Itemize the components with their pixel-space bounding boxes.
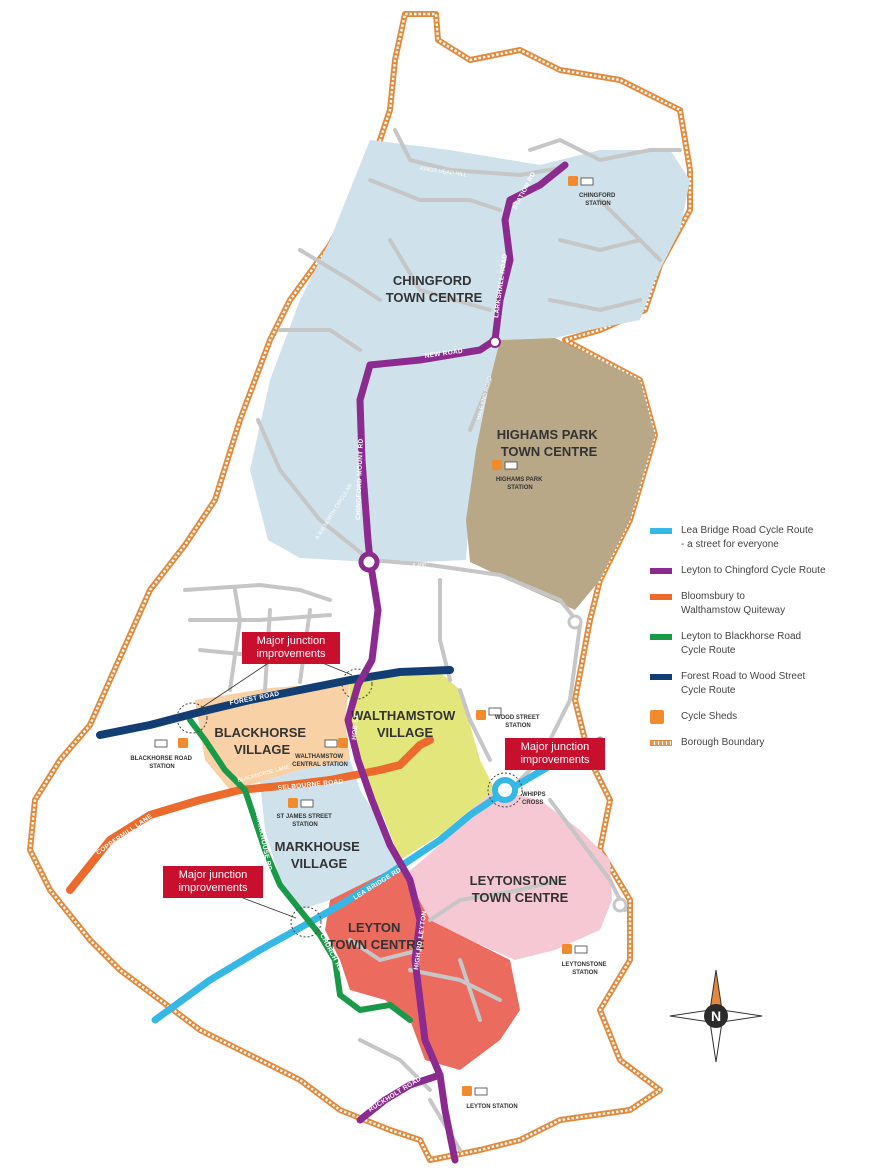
cycle-shed-icon <box>492 460 502 470</box>
route-ruckholt <box>356 1071 444 1124</box>
station-label-leytonstone: LEYTONSTONE STATION <box>562 962 608 976</box>
legend-swatch <box>650 594 672 600</box>
compass-letter: N <box>711 1008 721 1024</box>
area-leyton <box>325 865 520 1070</box>
area-markhouse <box>260 760 400 910</box>
legend-item-cycle-sheds: Cycle Sheds <box>650 710 875 724</box>
station-label-st-james-street: ST JAMES STREET STATION <box>276 814 333 828</box>
compass-rose-icon: N <box>669 969 763 1063</box>
callout-major-junction-south: Major junction improvements <box>163 866 263 898</box>
area-label-leytonstone: LEYTONSTONE TOWN CENTRE <box>470 873 571 905</box>
road-label-hoe-st: HOE ST <box>351 714 360 741</box>
callout-major-junction-east: Major junction improvements <box>505 738 605 770</box>
cycle-shed-icon <box>562 944 572 954</box>
legend-item-leyton-chingford: Leyton to Chingford Cycle Route <box>650 564 875 578</box>
legend-swatch <box>650 568 672 574</box>
rail-icon <box>154 739 168 748</box>
legend-label: Cycle Sheds <box>681 711 738 722</box>
station-label-walthamstow-central: WALTHAMSTOW CENTRAL STATION <box>292 754 348 768</box>
legend-label: Leyton to Blackhorse Road <box>681 631 802 642</box>
area-walthamstow <box>348 672 495 860</box>
legend-swatch <box>650 528 672 534</box>
route-leyton-chingford <box>344 161 569 1164</box>
rail-icon <box>300 799 314 808</box>
legend-swatch <box>650 674 672 680</box>
legend-label: Cycle Route <box>681 685 736 696</box>
cycle-shed-icon <box>476 710 486 720</box>
station-label-wood-street: WOOD STREET STATION <box>495 715 541 729</box>
legend-item-leyton-blackhorse: Leyton to Blackhorse Road Cycle Route <box>650 630 875 658</box>
legend-label: Lea Bridge Road Cycle Route <box>681 525 814 536</box>
rail-icon <box>504 461 518 470</box>
road-label-a406: A 406 <box>412 563 426 569</box>
area-label-chingford: CHINGFORD TOWN CENTRE <box>386 273 483 305</box>
legend-label: Walthamstow Quiteway <box>681 605 786 616</box>
area-label-blackhorse: BLACKHORSE VILLAGE <box>214 725 309 757</box>
legend-swatch <box>650 634 672 640</box>
area-leytonstone <box>405 790 612 960</box>
area-highams-park <box>466 338 655 610</box>
cycle-shed-icon <box>568 176 578 186</box>
grey-roads <box>183 128 682 1152</box>
area-label-highams-park: HIGHAMS PARK TOWN CENTRE <box>497 427 602 459</box>
station-label-leyton: LEYTON STATION <box>466 1104 517 1110</box>
station-label-blackhorse-road: BLACKHORSE ROAD STATION <box>130 756 193 770</box>
station-label-highams-park: HIGHAMS PARK STATION <box>496 477 544 491</box>
legend-label: Forest Road to Wood Street <box>681 671 806 682</box>
station-label-whipps-cross: WHIPPS CROSS <box>522 792 547 806</box>
station-label-chingford: CHINGFORD STATION <box>579 193 617 207</box>
junction-markers <box>176 336 628 938</box>
area-label-walthamstow: WALTHAMSTOW VILLAGE <box>351 708 459 740</box>
legend-label: - a street for everyone <box>681 539 779 550</box>
area-blackhorse <box>195 682 350 790</box>
route-forest-road <box>96 666 454 739</box>
rail-icon <box>474 1087 488 1096</box>
cycle-shed-icon <box>178 738 188 748</box>
cycle-shed-icon <box>650 710 672 724</box>
legend-item-borough-boundary: Borough Boundary <box>650 736 875 750</box>
legend-label: Borough Boundary <box>681 737 765 748</box>
map-legend: Lea Bridge Road Cycle Route - a street f… <box>650 524 875 762</box>
legend-item-bloomsbury: Bloomsbury to Walthamstow Quiteway <box>650 590 875 618</box>
road-label-chingford-mount-rd: CHINGFORD MOUNT RD <box>355 438 365 520</box>
legend-label: Leyton to Chingford Cycle Route <box>681 565 826 576</box>
legend-item-forest-road: Forest Road to Wood Street Cycle Route <box>650 670 875 698</box>
station-markers <box>154 176 594 1096</box>
cycle-shed-icon <box>288 798 298 808</box>
legend-label: Bloomsbury to <box>681 591 745 602</box>
cycle-shed-icon <box>462 1086 472 1096</box>
rail-icon <box>580 177 594 186</box>
boundary-swatch <box>650 740 672 746</box>
legend-label: Cycle Route <box>681 645 736 656</box>
callout-major-junction-north: Major junction improvements <box>242 632 340 664</box>
route-leyton-blackhorse <box>187 717 413 1023</box>
area-label-leyton: LEYTON TOWN CENTRE <box>328 920 425 952</box>
route-bloomsbury-walthamstow <box>66 736 434 894</box>
callout-connectors <box>197 661 353 919</box>
area-label-markhouse: MARKHOUSE VILLAGE <box>275 839 364 871</box>
rail-icon <box>574 945 588 954</box>
rail-icon <box>488 707 502 716</box>
legend-item-lea-bridge: Lea Bridge Road Cycle Route - a street f… <box>650 524 875 552</box>
cycle-shed-icon <box>338 738 348 748</box>
rail-icon <box>324 739 338 748</box>
